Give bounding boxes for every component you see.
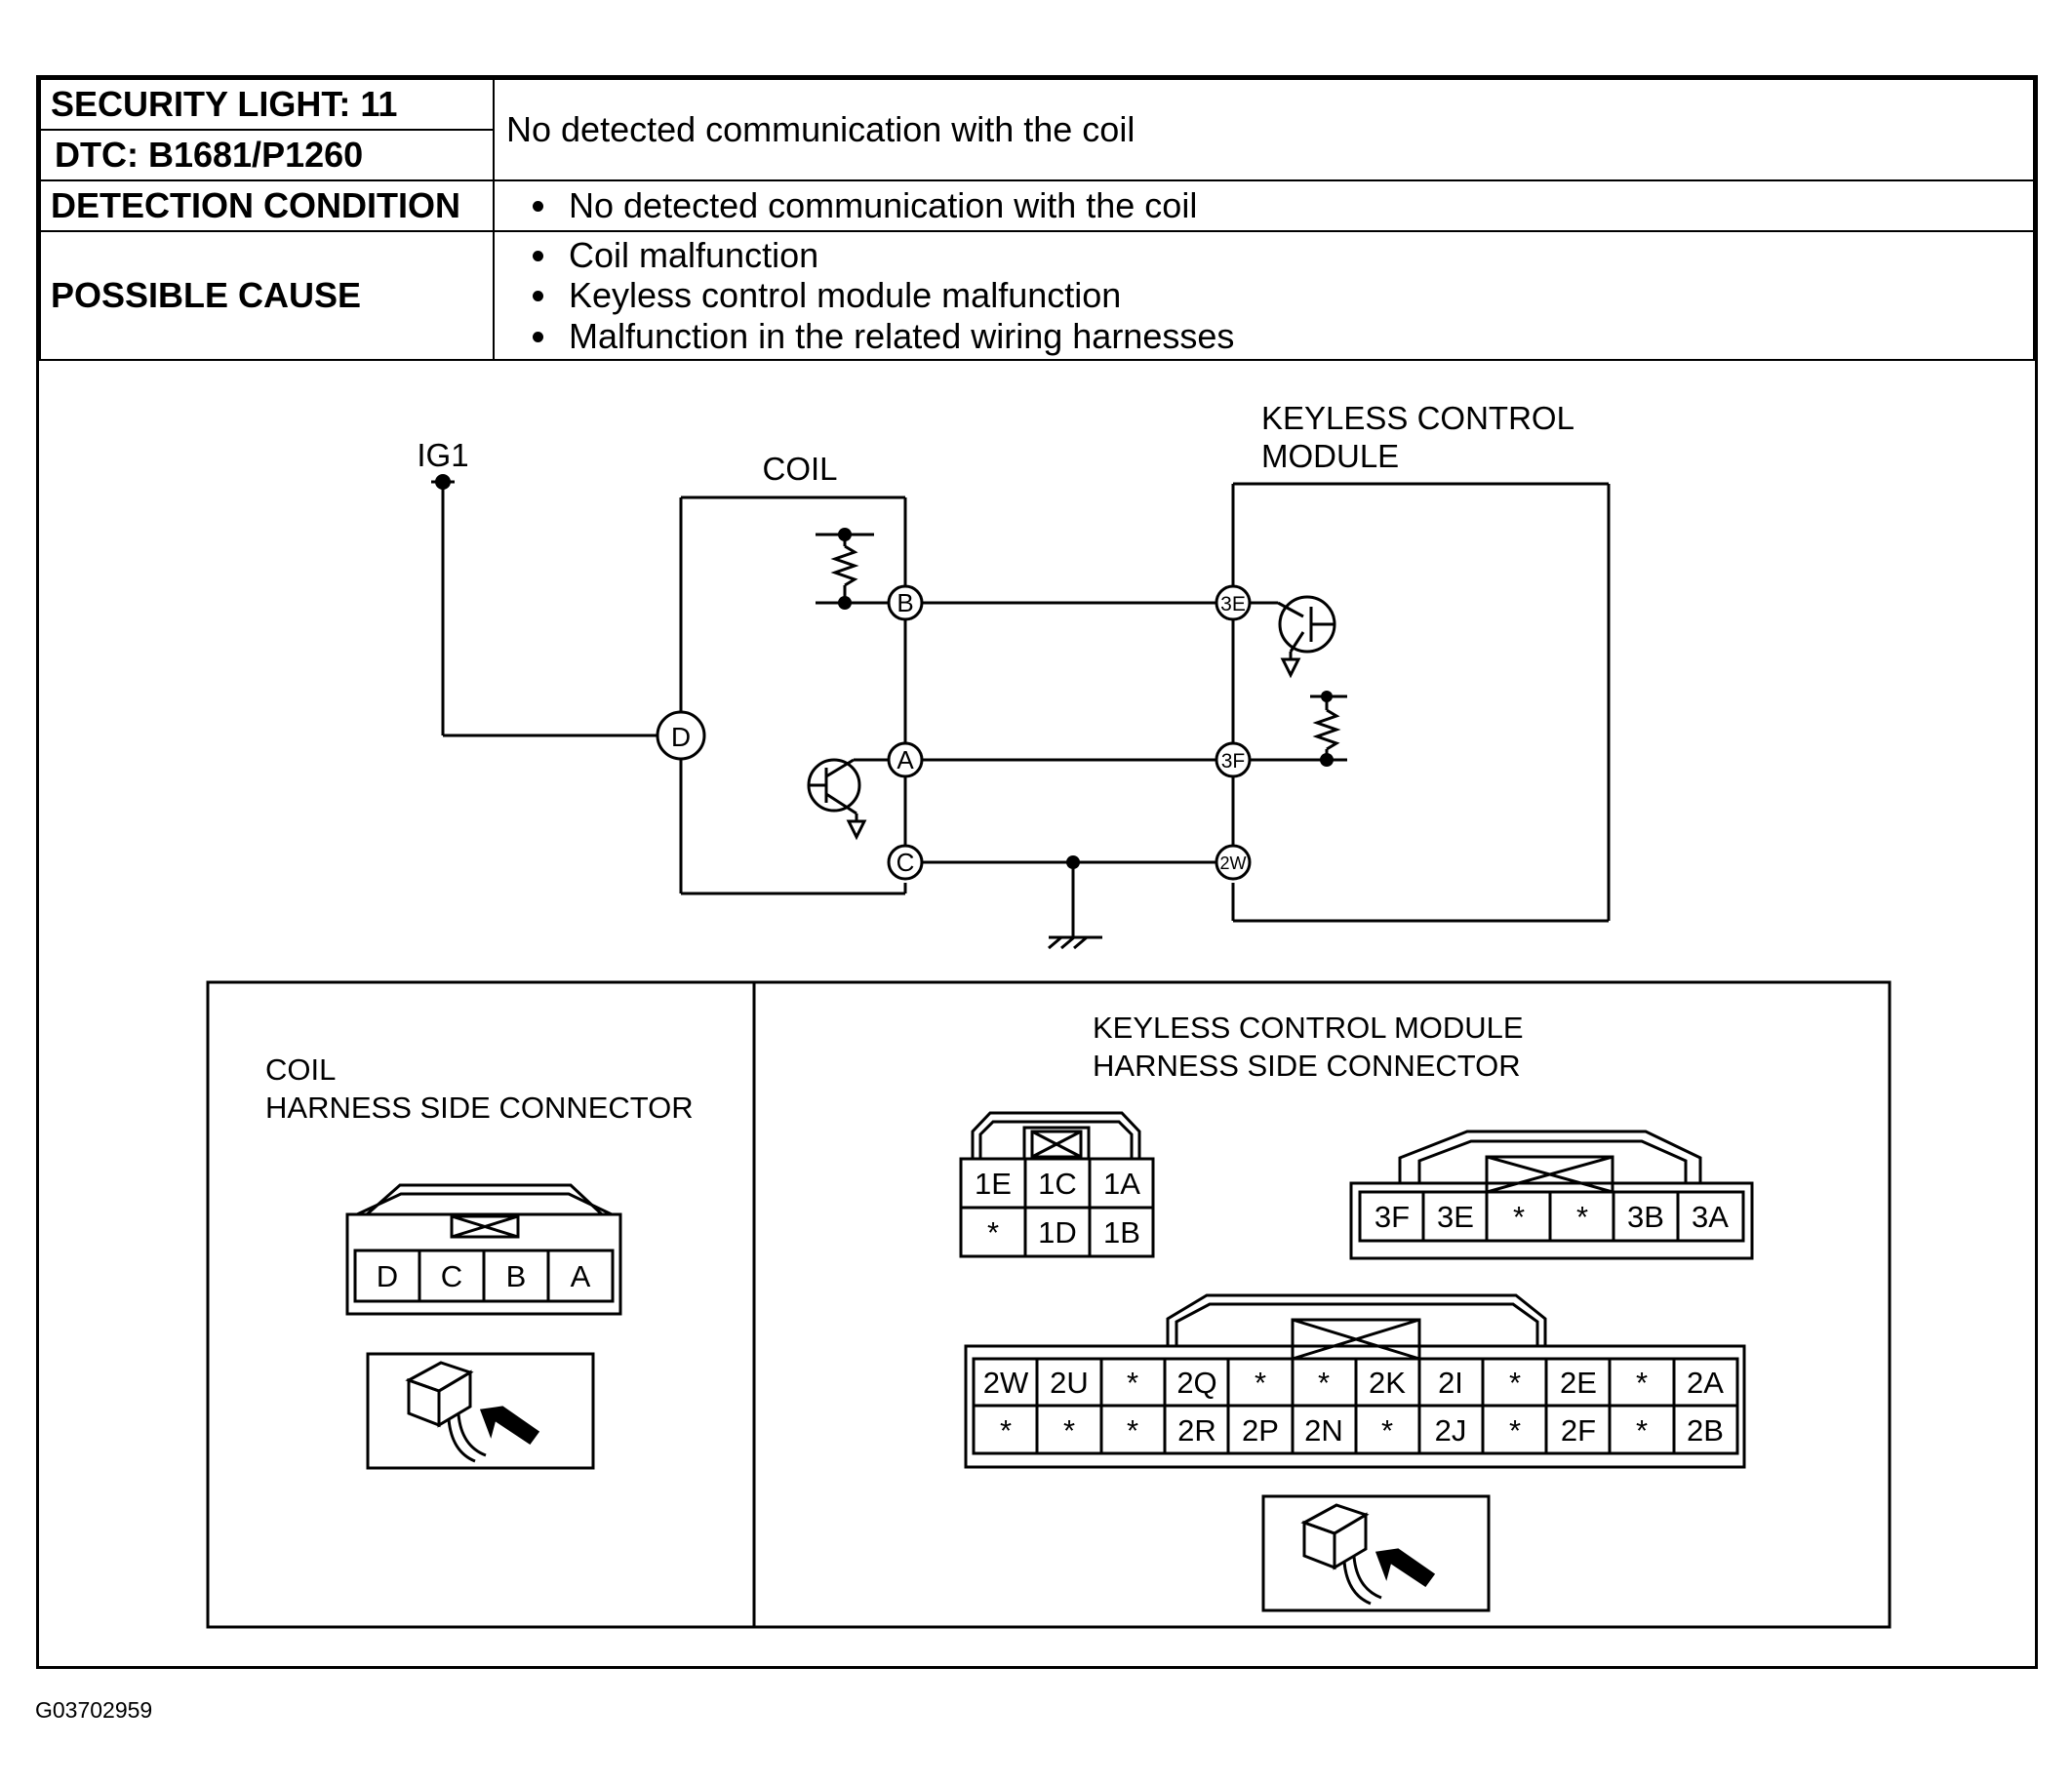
connector-pin: 2J [1435, 1413, 1467, 1448]
coil-connector-title-line1: COIL [265, 1052, 336, 1087]
connector-pin: * [1127, 1366, 1138, 1400]
connector-pin: 2P [1242, 1413, 1279, 1448]
connector-pin: 2B [1687, 1413, 1724, 1448]
detection-condition-label: DETECTION CONDITION [39, 179, 495, 232]
connector-pin: * [1381, 1413, 1393, 1448]
module-connector-title-line1: KEYLESS CONTROL MODULE [1093, 1011, 1524, 1045]
module-label-line2: MODULE [1261, 438, 1399, 474]
coil-pin: A [571, 1259, 591, 1293]
connector-pin: * [987, 1215, 999, 1250]
connector-pin: * [1000, 1413, 1012, 1448]
connector-pin: * [1576, 1200, 1588, 1234]
connector-pin: * [1636, 1413, 1648, 1448]
connector-pin: * [1636, 1366, 1648, 1400]
connector-pin: 2E [1560, 1366, 1597, 1400]
module-harness-view-icon [1261, 1494, 1491, 1612]
module-connector-1 [959, 1111, 1155, 1258]
possible-cause-item: Coil malfunction [561, 235, 2023, 275]
connector-pin: 1D [1038, 1215, 1077, 1250]
connector-pin: 1B [1103, 1215, 1140, 1250]
coil-terminal-a: A [897, 745, 914, 774]
coil-connector-title-line2: HARNESS SIDE CONNECTOR [265, 1091, 694, 1125]
possible-cause-list: Coil malfunction Keyless control module … [493, 230, 2035, 361]
security-light-label: SECURITY LIGHT: 11 [39, 78, 495, 131]
coil-terminal-b: B [897, 588, 913, 617]
coil-pin: C [441, 1259, 462, 1293]
possible-cause-label: POSSIBLE CAUSE [39, 230, 495, 361]
connector-pin: * [1509, 1366, 1521, 1400]
connector-pin: 2W [983, 1366, 1029, 1400]
connector-pin: 2A [1687, 1366, 1724, 1400]
connector-pin: 2N [1304, 1413, 1343, 1448]
connector-pin: 2K [1369, 1366, 1406, 1400]
module-terminal-3e: 3E [1220, 593, 1246, 615]
module-connector-2 [964, 1293, 1746, 1469]
connector-pin: * [1255, 1366, 1266, 1400]
figure-id: G03702959 [35, 1697, 153, 1723]
connector-pin: * [1509, 1413, 1521, 1448]
coil-harness-view-icon [366, 1352, 595, 1470]
connector-pin: * [1513, 1200, 1525, 1234]
connector-pin: 2F [1561, 1413, 1596, 1448]
module-terminal-2w: 2W [1220, 853, 1247, 873]
dtc-description: No detected communication with the coil [493, 78, 2035, 181]
module-label-line1: KEYLESS CONTROL [1261, 400, 1574, 436]
connector-pin: 1E [975, 1167, 1012, 1201]
connector-pin: 2Q [1176, 1366, 1216, 1400]
coil-connector [345, 1183, 622, 1316]
connector-pin: 2R [1177, 1413, 1216, 1448]
ig1-label: IG1 [417, 437, 468, 473]
coil-terminal-c: C [897, 848, 915, 877]
module-terminal-3f: 3F [1221, 750, 1246, 773]
module-connector-title-line2: HARNESS SIDE CONNECTOR [1093, 1049, 1521, 1083]
connector-pin: 2U [1050, 1366, 1089, 1400]
connector-pin: 1A [1103, 1167, 1140, 1201]
connector-pin: 2I [1438, 1366, 1463, 1400]
coil-pin: D [377, 1259, 398, 1293]
possible-cause-item: Malfunction in the related wiring harnes… [561, 316, 2023, 356]
coil-pin: B [506, 1259, 527, 1293]
coil-terminal-d: D [671, 722, 691, 752]
connector-pin: * [1127, 1413, 1138, 1448]
dtc-code-label: DTC: B1681/P1260 [39, 129, 495, 181]
connector-pin: * [1063, 1413, 1075, 1448]
connector-pin: 3E [1437, 1200, 1474, 1234]
possible-cause-item: Keyless control module malfunction [561, 275, 2023, 315]
connector-pin: 3F [1375, 1200, 1410, 1234]
connector-pin: 3B [1627, 1200, 1664, 1234]
dtc-info-table: SECURITY LIGHT: 11 No detected communica… [39, 78, 2035, 361]
diagram-frame [36, 75, 2038, 1669]
detection-condition-value: No detected communication with the coil [493, 179, 2035, 232]
connector-pin: 1C [1038, 1167, 1077, 1201]
coil-label: COIL [762, 451, 837, 487]
detection-condition-item: No detected communication with the coil [561, 185, 2023, 225]
connector-pin: * [1318, 1366, 1330, 1400]
connector-pin: 3A [1692, 1200, 1729, 1234]
module-connector-3 [1349, 1130, 1754, 1260]
